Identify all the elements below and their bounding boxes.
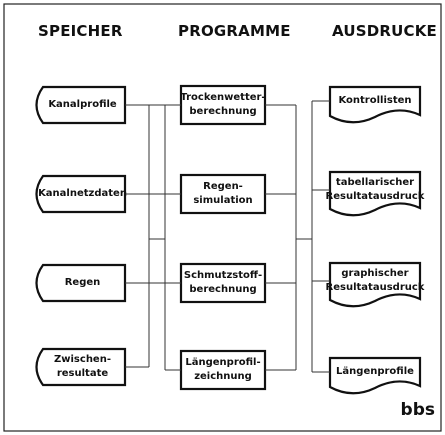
programm-label: Schmutzstoff- berechnung <box>183 270 263 295</box>
connector-speicher-bus <box>125 104 150 368</box>
ausdruck-label: Kontrollisten <box>338 95 412 106</box>
ausdruck-label: tabellarischer Resultatausdruck <box>325 177 425 202</box>
connector-programme-output-bus <box>265 104 312 371</box>
ausdruck-box-laengenprofile <box>328 356 422 395</box>
speicher-box-kanalprofile <box>35 85 127 125</box>
header-ausdrucke: AUSDRUCKE <box>332 22 437 40</box>
ausdruck-box-graphisch <box>328 261 422 308</box>
connector-output-bus-ausdrucke <box>311 100 330 373</box>
speicher-label: Regen <box>64 277 101 288</box>
speicher-label: Zwischen- resultate <box>54 354 111 379</box>
speicher-label: Kanalprofile <box>48 99 117 110</box>
header-speicher: SPEICHER <box>38 22 123 40</box>
ausdruck-box-kontrollisten <box>328 85 422 124</box>
speicher-box-kanalnetzdaten <box>35 174 127 214</box>
programm-label: Regen- simulation <box>193 181 253 206</box>
bbs-logo: bbs <box>400 400 435 420</box>
speicher-box-zwischenresultate <box>35 347 127 387</box>
header-programme: PROGRAMME <box>178 22 291 40</box>
programm-label: Längenprofil- zeichnung <box>185 357 261 382</box>
ausdruck-box-tabellarisch <box>328 170 422 217</box>
outer-frame <box>3 3 442 432</box>
speicher-label: Kanalnetzdaten <box>38 188 127 199</box>
programm-label: Trockenwetter- berechnung <box>180 92 266 117</box>
speicher-box-regen <box>35 263 127 303</box>
ausdruck-label: Längenprofile <box>336 366 414 377</box>
connector-bus-programme <box>149 104 181 371</box>
ausdruck-label: graphischer Resultatausdruck <box>325 268 425 293</box>
